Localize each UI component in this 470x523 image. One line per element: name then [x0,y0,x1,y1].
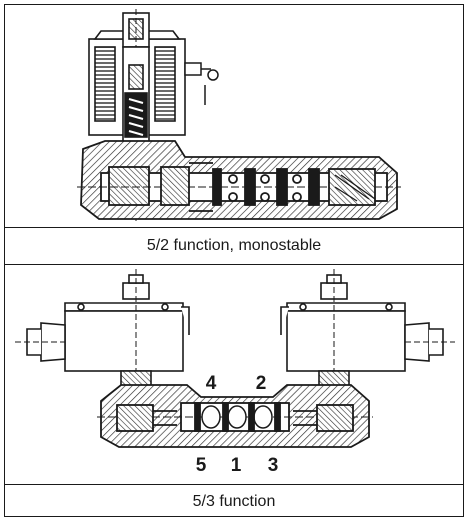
plunger-tube [122,46,150,152]
caption-52-monostable: 5/2 function, monostable [5,227,463,265]
electrical-connector [184,62,219,105]
right-solenoid [280,269,455,398]
caption-53-function: 5/3 function [5,484,463,518]
figure-frame: 5/2 function, monostable [4,4,464,517]
valve-52-svg [77,9,401,221]
valve-body [77,140,401,220]
port-label-4: 4 [206,373,217,394]
valve-53-body [97,384,373,448]
left-solenoid [15,269,190,398]
valve-53-svg: 4 2 5 1 3 [15,269,455,476]
port-label-3: 3 [268,455,279,476]
port-label-5: 5 [196,455,207,476]
valve-52-drawing [5,5,463,227]
port-label-1: 1 [231,455,242,476]
port-label-2: 2 [256,373,267,394]
valve-53-drawing: 4 2 5 1 3 [5,265,463,484]
